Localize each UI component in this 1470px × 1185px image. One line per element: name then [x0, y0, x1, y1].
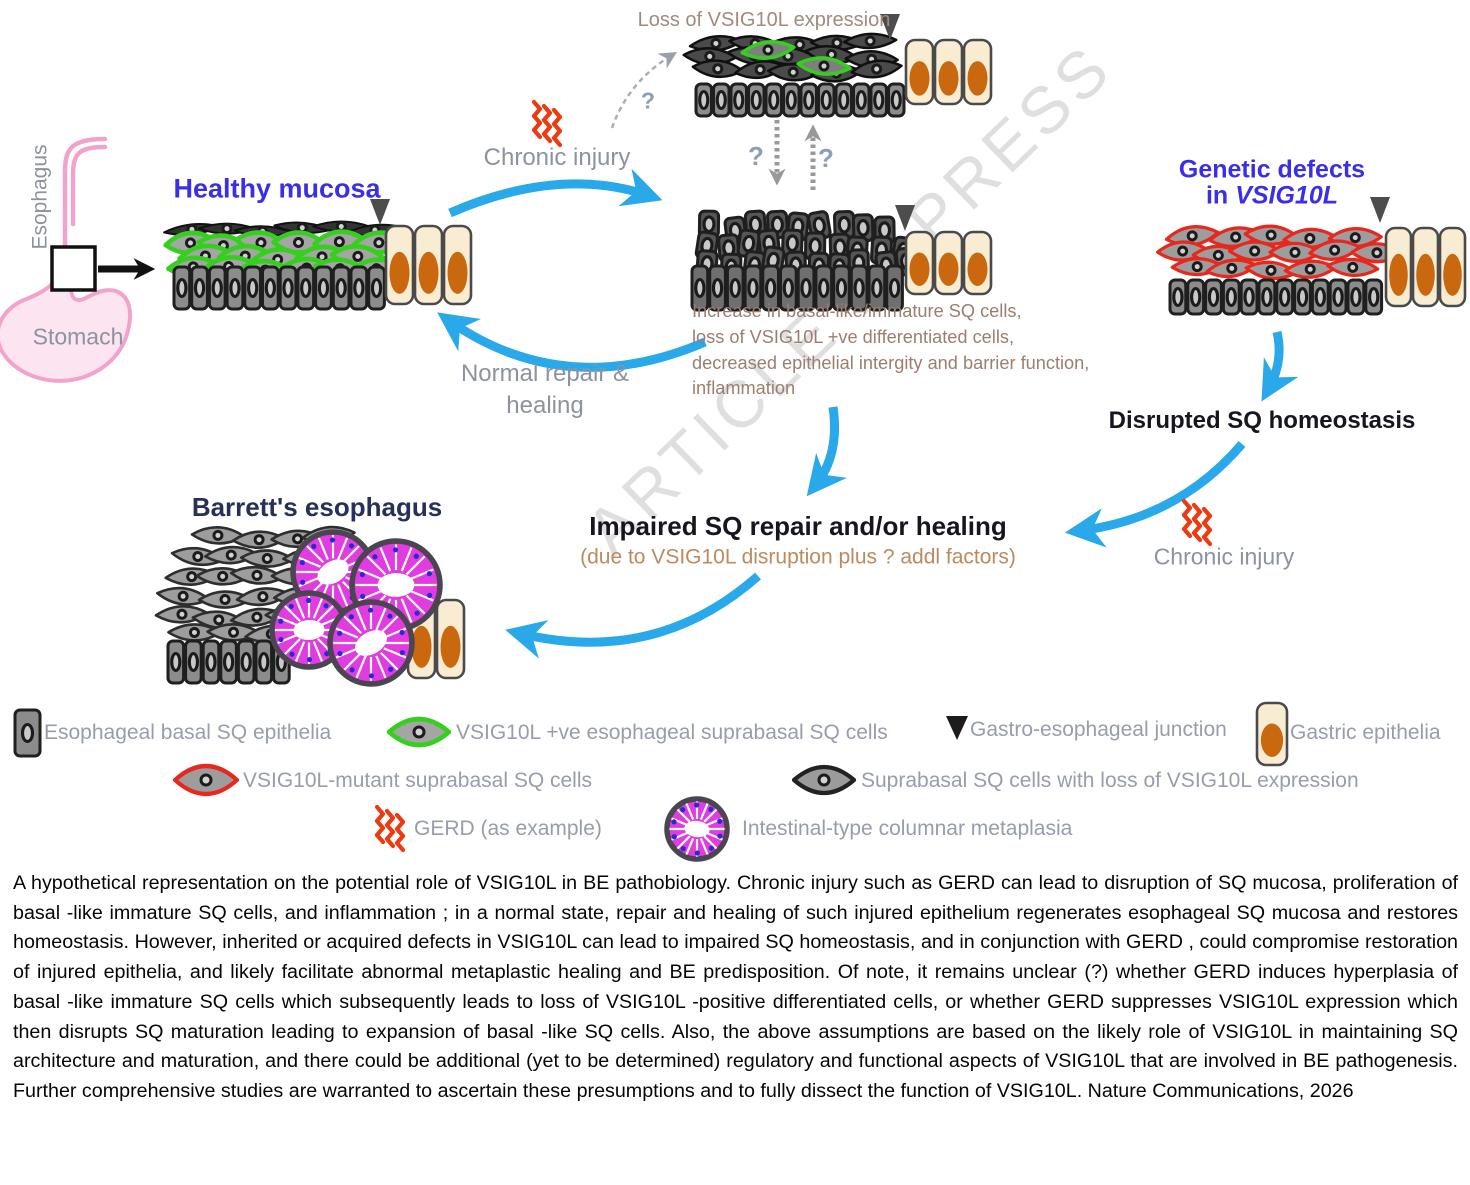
- legend-item-basal-sq: Esophageal basal SQ epithelia: [44, 721, 332, 744]
- immature-sq-illustration: [690, 205, 993, 312]
- arrow-question-upper: [610, 51, 677, 129]
- figure-caption: A hypothetical representation on the pot…: [13, 872, 1458, 1102]
- legend-item-gerd: GERD (as example): [414, 817, 602, 840]
- legend-item-ge-junction: Gastro-esophageal junction: [970, 718, 1227, 741]
- genetic-defects-label-line1: Genetic defects: [1178, 155, 1366, 184]
- middle-note-line: decreased epithelial intergity and barri…: [692, 352, 1090, 373]
- arrow-disrupted-to-impaired: [1064, 441, 1246, 548]
- middle-notes: Increase in basal-like/immature SQ cells…: [692, 299, 1089, 402]
- esophagus-label: Esophagus: [28, 144, 52, 250]
- arrow-impaired-to-barretts: [505, 572, 761, 659]
- gastro-esophageal-junction-icon: [946, 716, 968, 740]
- vsig10l-mutant-cell-icon: [172, 764, 240, 796]
- legend-item-vsig10l-positive: VSIG10L +ve esophageal suprabasal SQ cel…: [456, 721, 888, 744]
- legend-item-metaplasia: Intestinal-type columnar metaplasia: [742, 817, 1073, 840]
- arrow-normal-repair: [437, 312, 707, 372]
- legend-item-vsig10l-mutant: VSIG10L-mutant suprabasal SQ cells: [243, 769, 593, 792]
- healthy-mucosa-label: Healthy mucosa: [173, 173, 381, 204]
- legend-item-gastric: Gastric epithelia: [1290, 721, 1441, 744]
- disrupted-homeostasis-label: Disrupted SQ homeostasis: [1108, 407, 1416, 435]
- arrow-genetic-to-disrupted: [1261, 330, 1299, 402]
- barretts-esophagus-illustration: [154, 525, 466, 687]
- question-mark-down: ?: [748, 140, 764, 171]
- middle-note-line: loss of VSIG10L +ve differentiated cells…: [692, 326, 1015, 347]
- legend-item-vsig10l-loss: Suprabasal SQ cells with loss of VSIG10L…: [861, 769, 1359, 792]
- impaired-repair-subtitle: (due to VSIG10L disruption plus ? addl f…: [580, 545, 1016, 569]
- gastric-epithelia-icon: [1255, 701, 1289, 767]
- arrow-chronic-injury-top: [448, 168, 663, 218]
- healthy-mucosa-illustration: [163, 199, 473, 311]
- stomach-label: Stomach: [32, 323, 124, 350]
- basal-cell-icon: [13, 708, 42, 758]
- chronic-injury-right-label: Chronic injury: [1153, 543, 1295, 570]
- genetic-defects-prefix: in: [1205, 181, 1229, 210]
- legend-icons: [13, 701, 1289, 862]
- question-mark-upper: ?: [640, 87, 656, 114]
- chronic-injury-top-zigzag-icon: [531, 99, 563, 148]
- barretts-esophagus-label: Barrett's esophagus: [191, 491, 443, 522]
- chronic-injury-top-label: Chronic injury: [483, 144, 631, 172]
- genetic-defects-illustration: [1156, 197, 1467, 316]
- columnar-metaplasia-icon: [664, 796, 730, 862]
- arrow-middle-to-impaired: [806, 406, 847, 497]
- gerd-zigzag-icon: [374, 804, 406, 853]
- flow-arrows: [437, 51, 1299, 659]
- vsig10l-positive-cell-icon: [386, 716, 452, 748]
- middle-note-line: inflammation: [692, 378, 796, 399]
- vsig10l-loss-cell-icon: [791, 765, 857, 795]
- chronic-injury-right-zigzag-icon: [1181, 498, 1213, 547]
- impaired-repair-title: Impaired SQ repair and/or healing: [589, 510, 1007, 541]
- stomach-esophagus-sketch: [0, 136, 156, 383]
- question-mark-up: ?: [818, 142, 834, 173]
- normal-repair-label-line2: healing: [506, 392, 584, 420]
- loss-of-expression-illustration: [682, 14, 993, 118]
- normal-repair-label-line1: Normal repair &: [460, 360, 630, 388]
- diagram-canvas: ARTICLE IN PRESS: [0, 14, 1467, 862]
- loss-of-expression-label: Loss of VSIG10L expression: [637, 9, 891, 32]
- middle-note-line: Increase in basal-like/immature SQ cells…: [692, 301, 1022, 321]
- gene-name: VSIG10L: [1235, 181, 1339, 210]
